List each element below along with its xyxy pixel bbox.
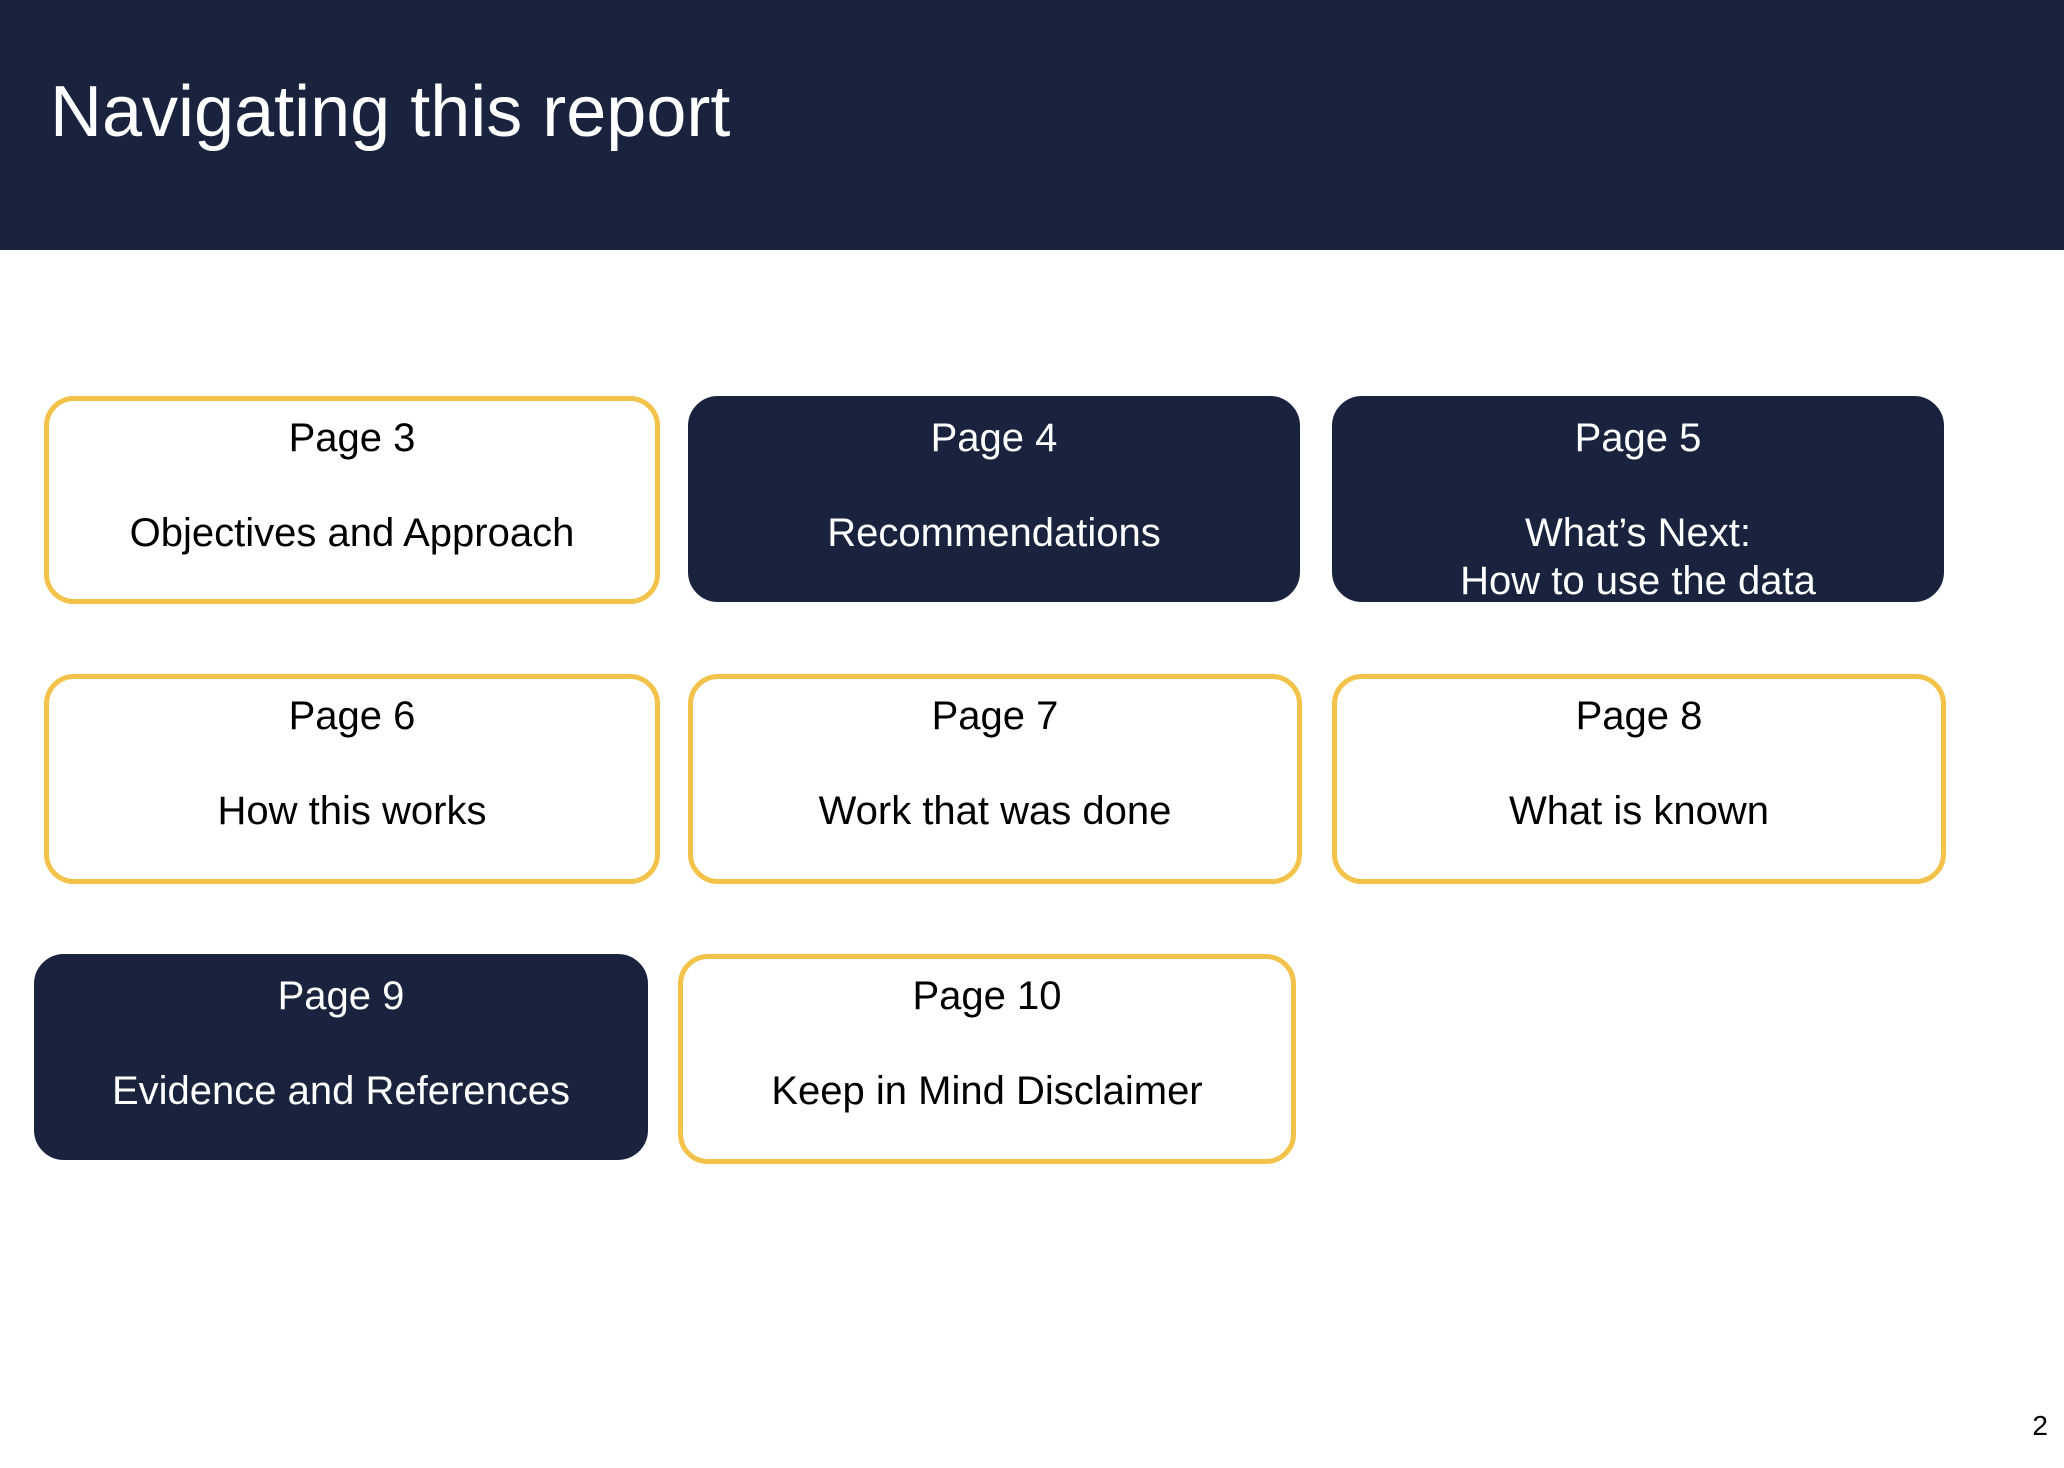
card-label-line: Work that was done bbox=[818, 789, 1172, 833]
card-page-number: Page 9 bbox=[277, 974, 405, 1018]
card-page-number: Page 3 bbox=[288, 416, 416, 460]
card-page-number: Page 5 bbox=[1574, 416, 1702, 460]
card-label-line: Evidence and References bbox=[111, 1069, 571, 1113]
nav-card-page-3[interactable]: Page 3 Objectives and Approach bbox=[44, 396, 660, 604]
nav-card-page-7[interactable]: Page 7 Work that was done bbox=[688, 674, 1302, 884]
card-label: Work that was done bbox=[693, 787, 1297, 835]
card-page-number: Page 10 bbox=[912, 974, 1062, 1018]
card-label-line: Objectives and Approach bbox=[129, 511, 575, 555]
card-label-line: What is known bbox=[1508, 789, 1770, 833]
nav-card-page-6[interactable]: Page 6 How this works bbox=[44, 674, 660, 884]
card-label: Recommendations bbox=[693, 509, 1295, 557]
card-label-line: How to use the data bbox=[1460, 559, 1816, 603]
card-page-number: Page 4 bbox=[930, 416, 1058, 460]
card-label: Objectives and Approach bbox=[49, 509, 655, 557]
card-label-line: What’s Next: bbox=[1525, 511, 1751, 555]
card-page-number: Page 6 bbox=[288, 694, 416, 738]
nav-card-page-9[interactable]: Page 9 Evidence and References bbox=[34, 954, 648, 1160]
nav-card-page-4[interactable]: Page 4 Recommendations bbox=[688, 396, 1300, 602]
nav-card-page-8[interactable]: Page 8 What is known bbox=[1332, 674, 1946, 884]
card-label: Evidence and References bbox=[39, 1067, 643, 1115]
card-label: What is known bbox=[1337, 787, 1941, 835]
card-page-number: Page 8 bbox=[1575, 694, 1703, 738]
nav-card-page-5[interactable]: Page 5 What’s Next: How to use the data bbox=[1332, 396, 1944, 605]
header-banner: Navigating this report bbox=[0, 0, 2064, 250]
card-label-line: How this works bbox=[217, 789, 487, 833]
slide-page-number: 2 bbox=[2032, 1410, 2048, 1441]
card-label-line: Keep in Mind Disclaimer bbox=[771, 1069, 1203, 1113]
card-label: Keep in Mind Disclaimer bbox=[683, 1067, 1291, 1115]
card-label: What’s Next: How to use the data bbox=[1337, 509, 1939, 605]
card-label-line: Recommendations bbox=[827, 511, 1161, 555]
nav-card-page-10[interactable]: Page 10 Keep in Mind Disclaimer bbox=[678, 954, 1296, 1164]
page-title: Navigating this report bbox=[50, 72, 731, 152]
card-label: How this works bbox=[49, 787, 655, 835]
card-page-number: Page 7 bbox=[931, 694, 1059, 738]
